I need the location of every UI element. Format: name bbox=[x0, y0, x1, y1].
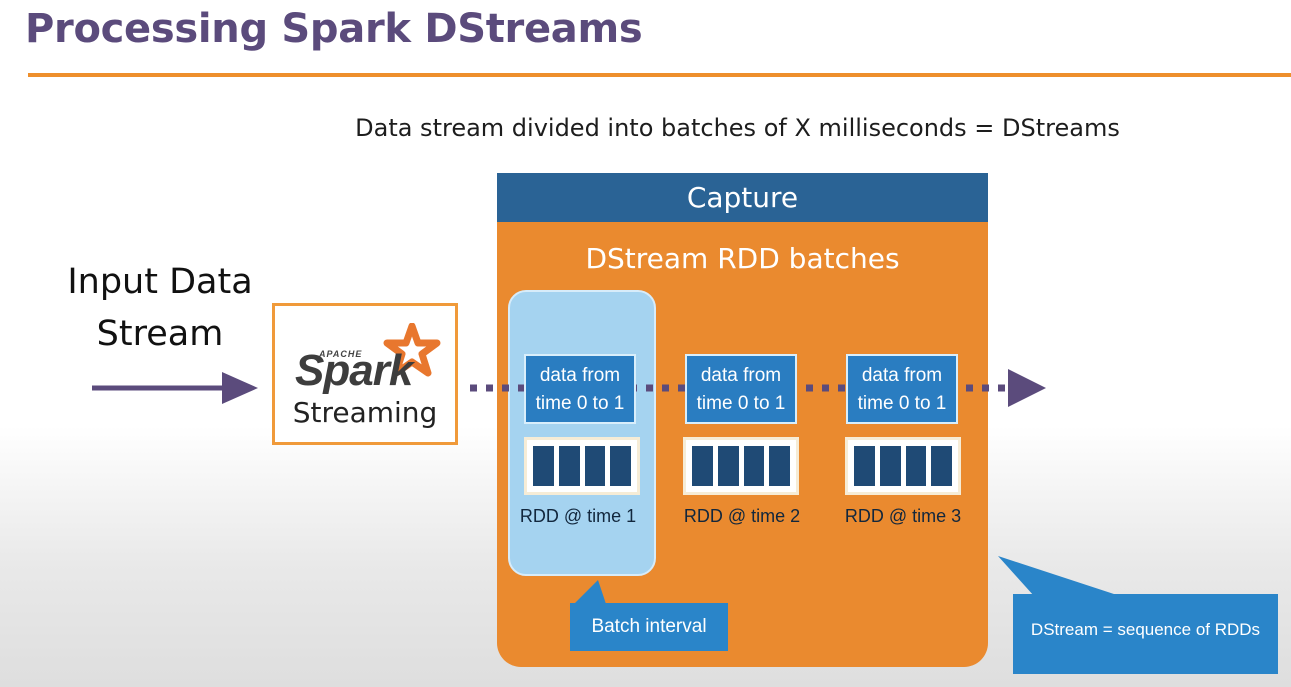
batch-1-line2: time 0 to 1 bbox=[535, 393, 625, 414]
batch-2-line1: data from bbox=[700, 365, 782, 386]
slide-title: Processing Spark DStreams bbox=[25, 6, 643, 52]
batch-1-rdd bbox=[524, 437, 640, 495]
spark-streaming-logo-box: APACHE Spark Streaming bbox=[272, 303, 458, 445]
batch-2-line2: time 0 to 1 bbox=[696, 393, 786, 414]
rdd-partition bbox=[584, 446, 606, 486]
input-label-line1: Input Data bbox=[67, 262, 253, 302]
input-data-stream-label: Input Data Stream bbox=[52, 256, 268, 360]
rdd-partition bbox=[769, 446, 790, 486]
rdd-partition bbox=[743, 446, 765, 486]
input-arrow-head bbox=[222, 372, 258, 404]
batch-3-rdd-label: RDD @ time 3 bbox=[844, 506, 962, 526]
rdd-partition bbox=[905, 446, 927, 486]
spark-wordmark: Spark bbox=[295, 346, 413, 395]
rdd-partition bbox=[610, 446, 631, 486]
batch-1-rdd-label: RDD @ time 1 bbox=[519, 506, 637, 526]
capture-header: Capture bbox=[497, 173, 988, 222]
batch-interval-pointer bbox=[574, 580, 606, 604]
rdd-partition bbox=[533, 446, 554, 486]
batch-2-data-box: data from time 0 to 1 bbox=[685, 354, 797, 424]
dstream-rdd-batches-title: DStream RDD batches bbox=[585, 242, 900, 275]
batch-1-data-box: data from time 0 to 1 bbox=[524, 354, 636, 424]
rdd-partition bbox=[717, 446, 739, 486]
batch-3-line1: data from bbox=[861, 365, 943, 386]
rdd-partition bbox=[692, 446, 713, 486]
batch-2-rdd bbox=[683, 437, 799, 495]
rdd-partition bbox=[879, 446, 901, 486]
rdd-partition bbox=[931, 446, 952, 486]
rdd-partition bbox=[854, 446, 875, 486]
batch-1-line1: data from bbox=[539, 365, 621, 386]
batch-interval-callout: Batch interval bbox=[570, 603, 728, 651]
batch-3-line2: time 0 to 1 bbox=[857, 393, 947, 414]
dstream-note-pointer bbox=[998, 556, 1120, 596]
spark-streaming-text: Streaming bbox=[292, 396, 438, 429]
input-label-line2: Stream bbox=[96, 314, 224, 354]
batch-3-rdd bbox=[845, 437, 961, 495]
slide-subtitle: Data stream divided into batches of X mi… bbox=[355, 114, 1120, 142]
batch-2-rdd-label: RDD @ time 2 bbox=[683, 506, 801, 526]
batch-highlight-region bbox=[508, 290, 656, 576]
spark-apache-text: APACHE bbox=[319, 349, 363, 359]
title-underline bbox=[28, 73, 1291, 77]
spark-star-icon bbox=[383, 323, 441, 377]
output-arrow-head bbox=[1008, 369, 1046, 407]
batch-3-data-box: data from time 0 to 1 bbox=[846, 354, 958, 424]
dstream-note-callout: DStream = sequence of RDDs bbox=[1013, 594, 1278, 674]
rdd-partition bbox=[558, 446, 580, 486]
